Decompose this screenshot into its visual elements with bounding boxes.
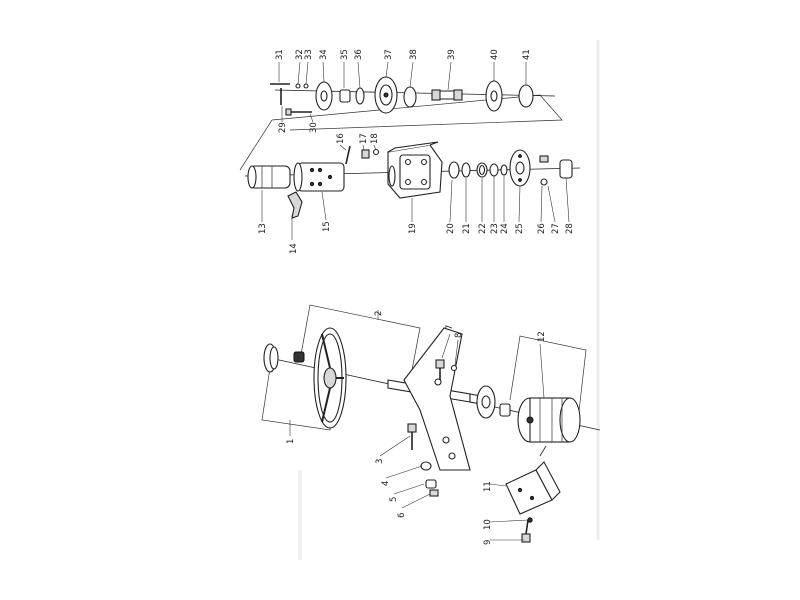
callout-34: 34 [319, 49, 329, 60]
plate-part-20 [448, 161, 460, 179]
callout-leaders [261, 61, 570, 541]
callout-40: 40 [490, 49, 500, 60]
o-ring-part-36 [355, 87, 365, 105]
callout-11: 11 [483, 481, 493, 492]
callout-25: 25 [515, 223, 525, 234]
callout-27: 27 [551, 223, 561, 234]
horn-cap-part-1 [263, 343, 279, 373]
washer-part-32 [295, 83, 301, 89]
check-valve-part-17 [361, 149, 370, 159]
mounting-bracket-part-11 [505, 445, 561, 515]
spool-part-15 [293, 162, 345, 192]
washer-part-4 [420, 461, 432, 471]
washer-part-33 [303, 83, 309, 89]
spring-part-14 [287, 191, 303, 219]
callout-16: 16 [336, 133, 346, 144]
frame-bracket-2 [299, 304, 421, 371]
coupling [499, 403, 511, 417]
washer-part-8 [450, 364, 458, 372]
callout-6: 6 [397, 513, 407, 518]
callout-8: 8 [454, 333, 464, 338]
callout-28: 28 [565, 223, 575, 234]
steering-unit-exploded-group [239, 76, 581, 219]
callout-31: 31 [275, 49, 285, 60]
pin-part-16 [345, 145, 351, 165]
sleeve-part-13 [247, 165, 291, 189]
steering-column-exploded-group [261, 304, 601, 543]
callout-20: 20 [446, 223, 456, 234]
callout-33: 33 [304, 49, 314, 60]
column-bracket [403, 327, 471, 471]
callout-9: 9 [483, 540, 493, 545]
spacer-plate-part-40 [485, 80, 503, 112]
bolt-part-3 [407, 423, 417, 450]
callout-10: 10 [483, 519, 493, 530]
callout-15: 15 [322, 221, 332, 232]
callout-39: 39 [447, 49, 457, 60]
ring-part-23 [489, 163, 499, 177]
flange [476, 385, 496, 419]
callout-22: 22 [478, 223, 488, 234]
steering-wheel-part-2 [313, 327, 347, 429]
frame-line-upper [271, 94, 563, 131]
spacer-part-35 [339, 89, 351, 103]
callout-18: 18 [370, 133, 380, 144]
bolt-part-30 [285, 108, 312, 116]
callout-13: 13 [258, 223, 268, 234]
callout-labels: 13 14 15 16 17 18 19 20 21 22 23 24 25 2… [258, 49, 575, 545]
callout-1: 1 [286, 439, 296, 444]
callout-37: 37 [384, 49, 394, 60]
callout-29: 29 [278, 122, 288, 133]
nut-part-5 [425, 479, 437, 489]
scan-artifacts [298, 40, 600, 560]
callout-26: 26 [537, 223, 547, 234]
o-ring-part-22 [476, 162, 488, 178]
end-plate-part-34 [315, 81, 333, 111]
plate-part-21 [461, 162, 471, 178]
seal-ring-part-41 [518, 84, 534, 108]
callout-5: 5 [389, 497, 399, 502]
housing-part-19 [387, 141, 443, 199]
frame-bracket-12 [509, 335, 587, 421]
callout-17: 17 [359, 133, 369, 144]
washer-part-10 [527, 517, 533, 523]
callout-24: 24 [500, 223, 510, 234]
drive-shaft-part-39 [431, 89, 463, 101]
gerotor-part-37 [374, 76, 398, 114]
bolt-part-26 [539, 155, 549, 163]
frame-line-left [239, 119, 273, 171]
nut-part-6 [429, 489, 439, 497]
callout-30: 30 [309, 122, 319, 133]
nut [293, 351, 305, 363]
bolt-part-9 [521, 519, 531, 543]
end-cap-part-25 [509, 149, 531, 187]
callout-21: 21 [462, 223, 472, 234]
plug-part-28 [559, 159, 573, 179]
callout-32: 32 [295, 49, 305, 60]
callout-23: 23 [490, 223, 500, 234]
callout-7: 7 [445, 325, 455, 330]
o-ring-part-38 [403, 86, 417, 108]
callout-41: 41 [522, 49, 532, 60]
callout-2: 2 [374, 311, 384, 316]
callout-12: 12 [537, 331, 547, 342]
callout-14: 14 [289, 243, 299, 254]
callout-38: 38 [409, 49, 419, 60]
ring-part-24 [500, 164, 508, 176]
callout-3: 3 [375, 459, 385, 464]
callout-19: 19 [408, 223, 418, 234]
steering-unit-part-12 [517, 397, 581, 443]
callout-35: 35 [340, 49, 350, 60]
callout-36: 36 [354, 49, 364, 60]
callout-4: 4 [381, 481, 391, 486]
washer-part-27 [540, 178, 548, 186]
ball-part-18 [372, 148, 380, 156]
bolt-part-7 [435, 359, 445, 380]
